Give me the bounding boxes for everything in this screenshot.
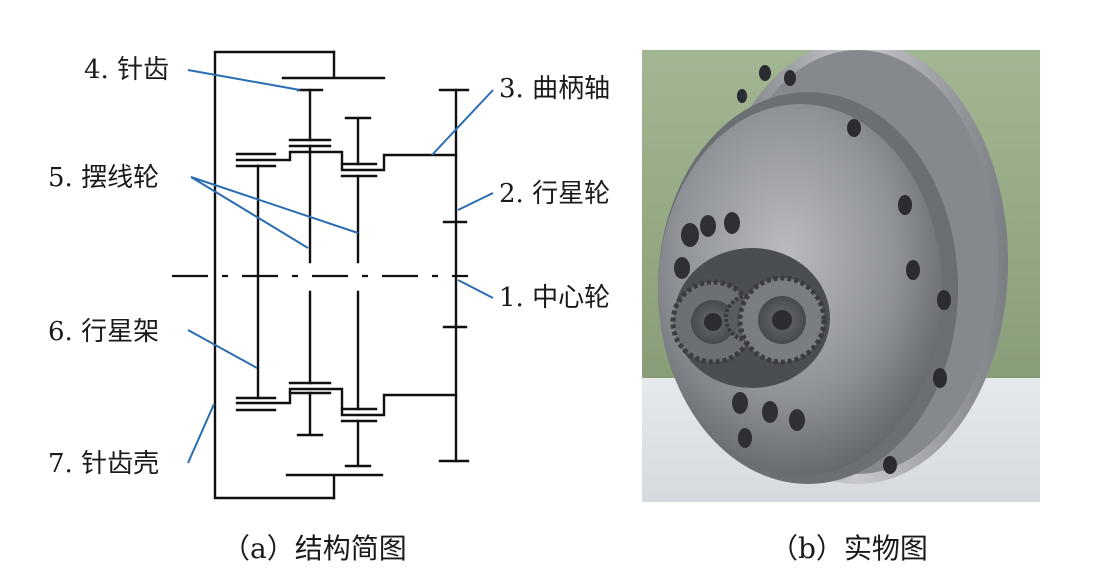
crank-upper-bearing xyxy=(235,152,277,168)
gear-right-bore xyxy=(772,310,792,330)
leader-planet-gear xyxy=(457,192,494,211)
leader-pin-gear xyxy=(187,69,301,91)
label-pin-gear: 4. 针齿 xyxy=(84,55,169,85)
leader-sun-gear xyxy=(457,279,494,299)
cycloid2-bottom xyxy=(344,419,372,468)
leader-cycloid-a xyxy=(190,176,309,249)
crank-upper xyxy=(235,150,458,172)
label-pin-gear-housing: 7. 针齿壳 xyxy=(48,449,159,479)
planet-gear-ticks xyxy=(442,220,468,329)
cycloid2-top xyxy=(344,116,372,166)
label-cycloid-wheel: 5. 摆线轮 xyxy=(48,163,159,193)
flange-holes xyxy=(737,65,951,474)
crank-lower-bearing xyxy=(235,396,277,412)
gear-left-bore xyxy=(704,313,722,331)
caption-b: （b）实物图 xyxy=(770,532,928,565)
pin-gear-top xyxy=(281,50,386,80)
leader-crankshaft xyxy=(431,89,494,156)
housing-outline xyxy=(213,50,336,500)
label-planet-carrier: 6. 行星架 xyxy=(48,317,159,347)
sun-gear-ends xyxy=(438,88,470,463)
label-sun-gear: 1. 中心轮 xyxy=(499,283,610,313)
label-planet-gear: 2. 行星轮 xyxy=(499,179,610,209)
pin-gear-bottom xyxy=(285,473,384,500)
caption-a: （a）结构简图 xyxy=(222,532,407,565)
leader-cycloid-b xyxy=(190,176,359,234)
face-holes xyxy=(674,212,805,448)
leader-housing xyxy=(187,403,215,464)
structure-schematic: 4. 针齿 5. 摆线轮 6. 行星架 7. 针齿壳 3. 曲柄轴 2. 行星轮… xyxy=(48,50,610,500)
crank-lower xyxy=(235,387,458,417)
product-photo xyxy=(642,50,1040,502)
label-crankshaft: 3. 曲柄轴 xyxy=(499,74,610,104)
leader-planet-carrier xyxy=(187,329,258,369)
cycloid1-bottom xyxy=(296,391,324,437)
